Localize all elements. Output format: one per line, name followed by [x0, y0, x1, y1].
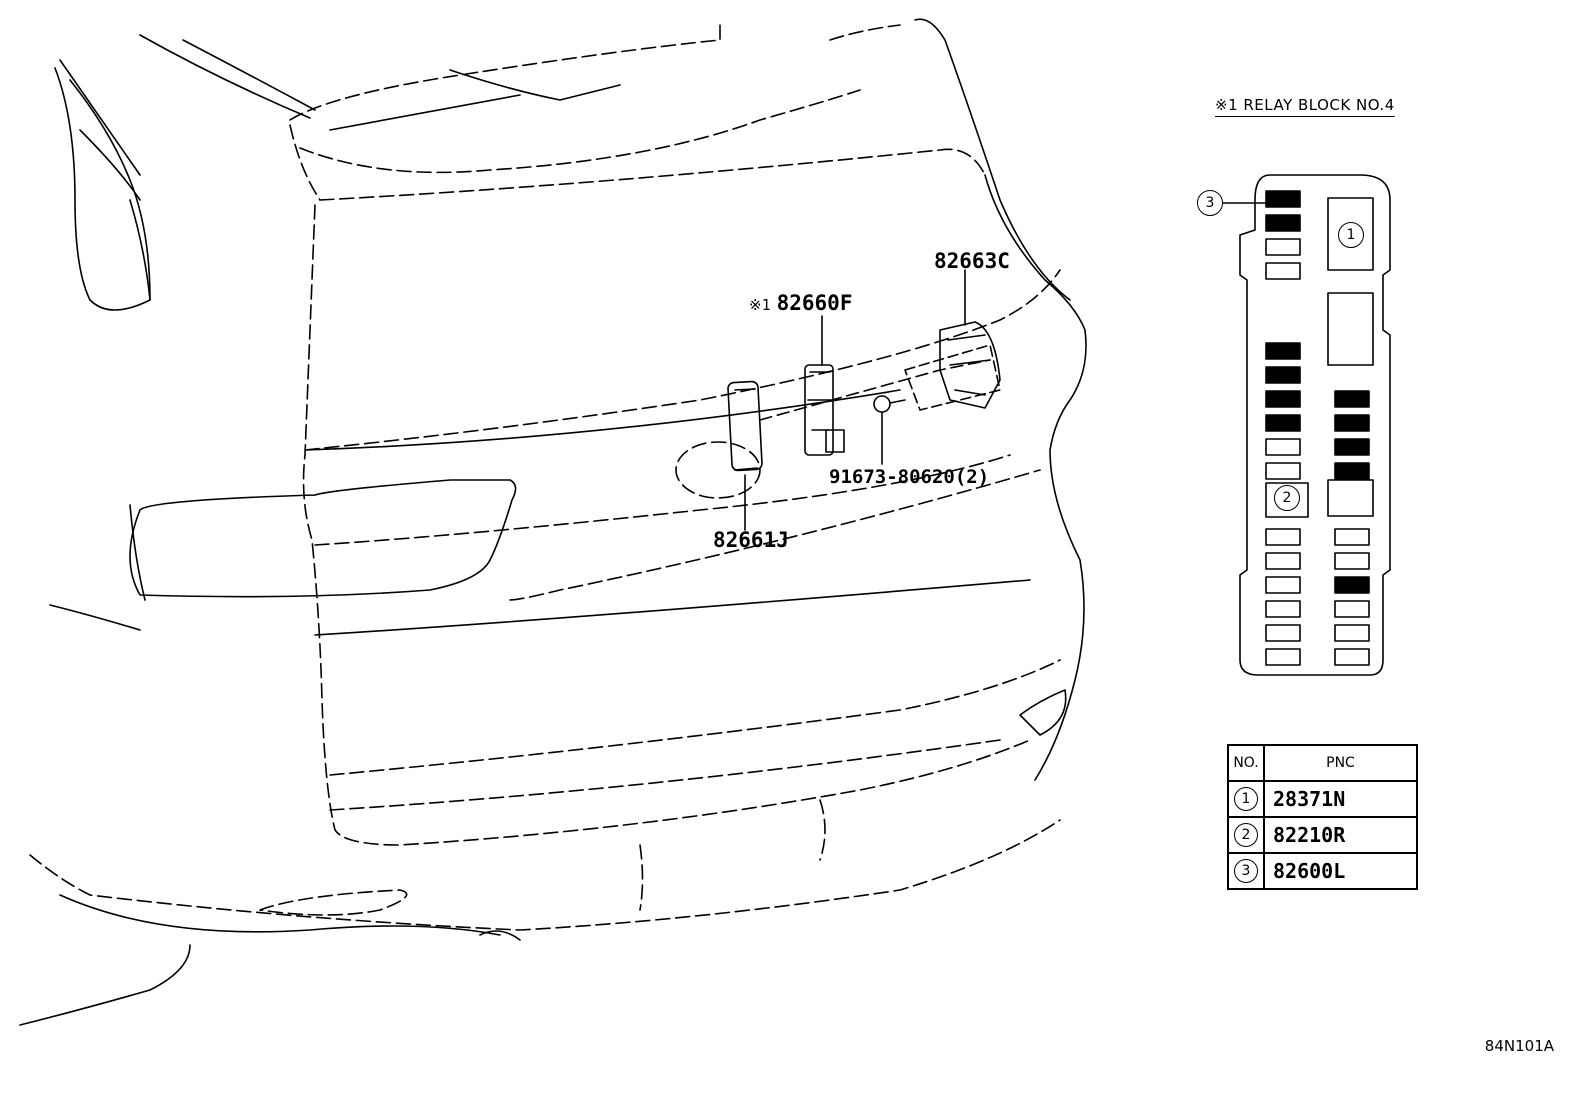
part-label-82660f: 82660F — [776, 291, 853, 315]
pnc-row-value: 82600L — [1263, 852, 1418, 890]
pnc-table-row: 3 82600L — [1227, 852, 1418, 890]
pnc-row-no: 2 — [1234, 823, 1258, 847]
pnc-table-row: 1 28371N — [1227, 780, 1418, 818]
pnc-table-row: 2 82210R — [1227, 816, 1418, 854]
part-label-bolt: 91673-80620(2) — [829, 466, 990, 488]
pnc-table: NO. PNC 1 28371N 2 82210R 3 82600L — [1227, 744, 1418, 890]
pnc-row-no: 1 — [1234, 787, 1258, 811]
pnc-row-value: 28371N — [1263, 780, 1418, 818]
diagram-code: 84N101A — [1484, 1037, 1554, 1055]
pnc-row-value: 82210R — [1263, 816, 1418, 854]
relay-callout-2: 2 — [1274, 485, 1300, 511]
part-label-82661j: 82661J — [713, 528, 789, 552]
part-label-82663c: 82663C — [934, 249, 1010, 273]
relay-block-title: ※1 RELAY BLOCK NO.4 — [1215, 96, 1395, 114]
pnc-table-header: NO. PNC — [1227, 744, 1418, 782]
relay-callout-3: 3 — [1197, 190, 1223, 216]
relay-callout-1: 1 — [1338, 222, 1364, 248]
pnc-row-no: 3 — [1234, 859, 1258, 883]
relay-block-reference-mark: ※1 — [749, 296, 771, 314]
pnc-header-no: NO. — [1227, 744, 1265, 782]
pnc-header-pnc: PNC — [1263, 744, 1418, 782]
part-label-82660f-group: ※1 82660F — [749, 291, 852, 315]
